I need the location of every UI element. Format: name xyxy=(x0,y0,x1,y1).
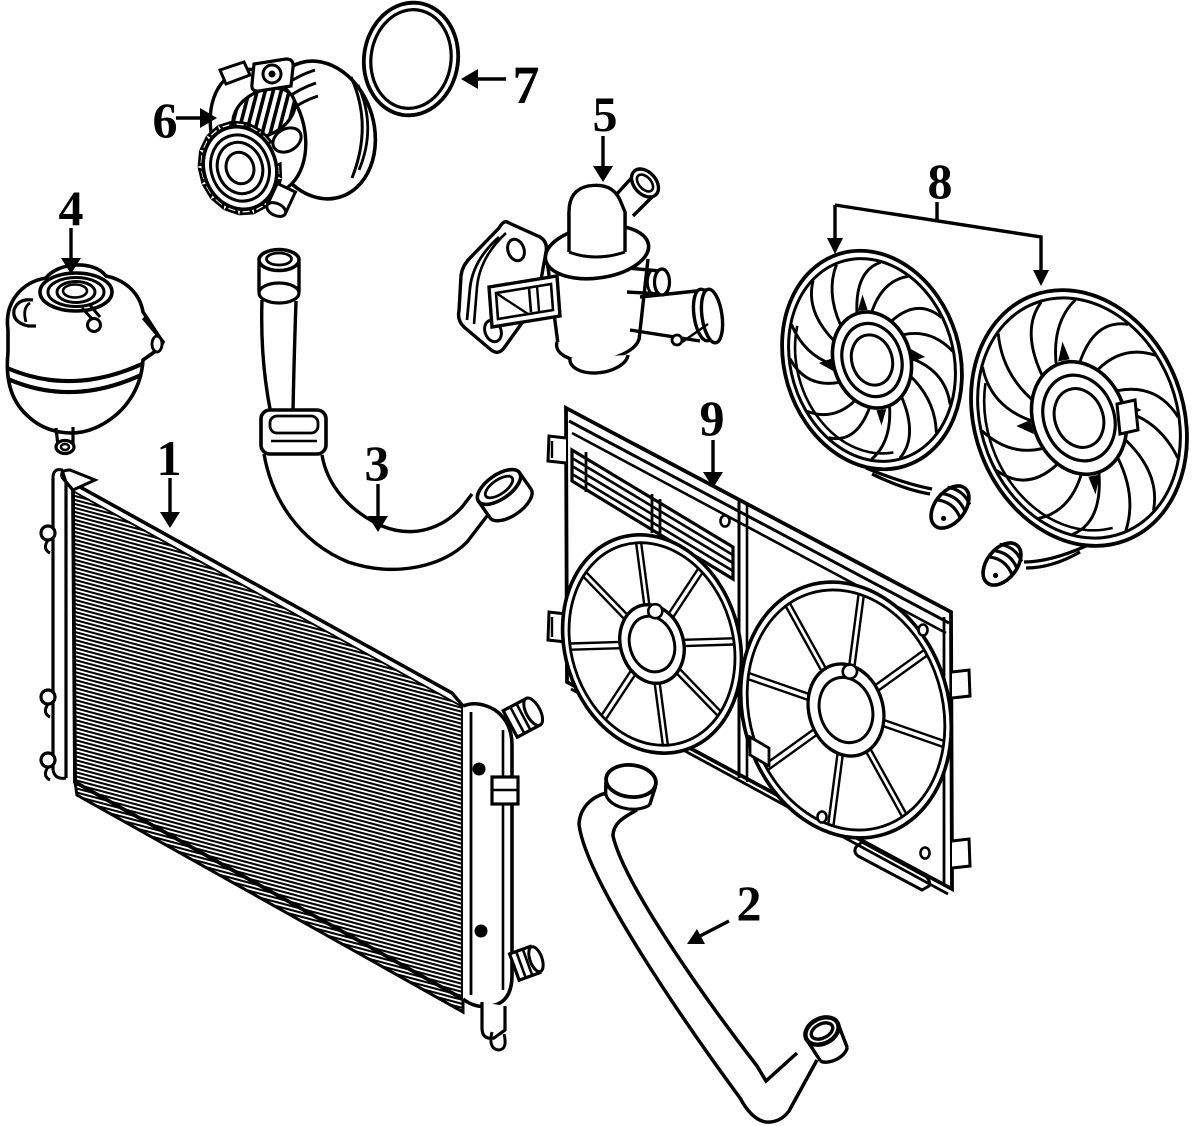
svg-text:4: 4 xyxy=(59,180,84,236)
svg-text:1: 1 xyxy=(157,430,182,486)
svg-text:6: 6 xyxy=(153,92,178,148)
svg-text:5: 5 xyxy=(593,86,618,142)
svg-text:2: 2 xyxy=(737,875,762,931)
svg-text:9: 9 xyxy=(700,390,725,446)
svg-text:3: 3 xyxy=(365,435,390,491)
svg-text:8: 8 xyxy=(928,153,953,209)
svg-text:7: 7 xyxy=(513,55,540,115)
